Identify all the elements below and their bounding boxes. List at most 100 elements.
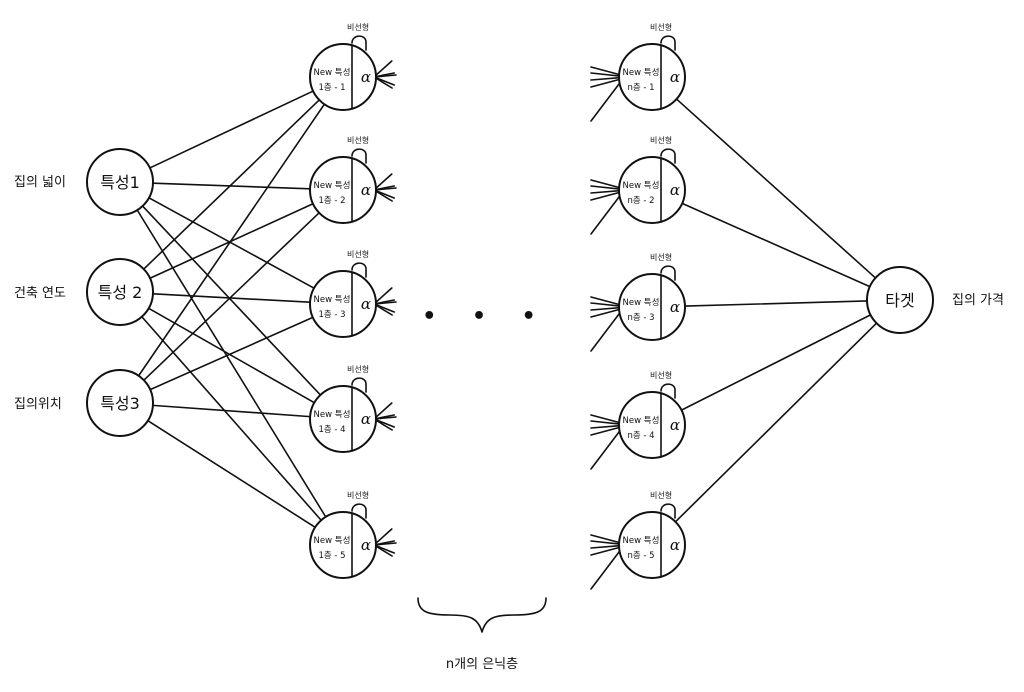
input-to-hidden-edge (141, 315, 322, 522)
hidden-node-1-3: 비선형 New 특성 1층 - 3 α (309, 250, 377, 338)
hidden-to-output-edge (680, 314, 872, 411)
fan-stroke (373, 544, 393, 557)
svg-text:1층 - 4: 1층 - 4 (318, 425, 345, 435)
fan-stroke (590, 78, 622, 88)
fan-stroke (590, 193, 622, 235)
hidden-node-n-3: 비선형 New 특성 n층 - 3 α (618, 253, 686, 341)
svg-text:New 특성: New 특성 (314, 295, 351, 305)
hidden-node-n-2: 비선형 New 특성 n층 - 2 α (618, 136, 686, 224)
fan-stroke (373, 303, 393, 316)
fan-stroke (590, 426, 622, 436)
fan-stroke (590, 306, 622, 311)
activation-alpha: α (670, 181, 680, 199)
fan-stroke (590, 548, 622, 590)
hidden-layers-label: n개의 은닉층 (446, 657, 518, 672)
fan-stroke (590, 72, 622, 77)
input-description: 건축 연도 (14, 286, 66, 301)
svg-text:New 특성: New 특성 (314, 68, 351, 78)
svg-text:1층 - 1: 1층 - 1 (318, 83, 345, 93)
hidden-node-1-4: 비선형 New 특성 1층 - 4 α (309, 365, 377, 453)
fan-stroke (373, 418, 393, 431)
input-feature-label: 특성3 (100, 394, 140, 413)
svg-text:n층 - 2: n층 - 2 (627, 196, 654, 206)
nonlinear-label: 비선형 (347, 491, 369, 500)
input-to-hidden-edge (137, 103, 326, 377)
svg-text:New 특성: New 특성 (314, 536, 351, 546)
ellipsis: • • • (422, 304, 550, 329)
hidden-to-output-edge (674, 322, 878, 523)
input-description: 집의 넓이 (14, 175, 66, 190)
svg-text:New 특성: New 특성 (623, 181, 660, 191)
self-loop-arrow (660, 148, 676, 164)
self-loop-arrow (660, 265, 676, 281)
svg-text:n층 - 4: n층 - 4 (627, 431, 654, 441)
fan-stroke (373, 301, 397, 305)
activation-alpha: α (361, 295, 371, 313)
output-label: 타겟 (885, 291, 914, 310)
fan-stroke (590, 296, 622, 306)
activation-alpha: α (670, 68, 680, 86)
fan-stroke (373, 74, 397, 78)
svg-text:New 특성: New 특성 (623, 298, 660, 308)
input-to-hidden-edge (149, 90, 314, 169)
fan-stroke (373, 528, 393, 546)
fan-stroke (590, 424, 622, 429)
fan-stroke (373, 173, 393, 191)
fan-stroke (373, 402, 393, 420)
fan-stroke (373, 60, 393, 78)
output-node: 타겟 (866, 266, 934, 334)
fan-stroke (373, 189, 393, 202)
self-loop-arrow (660, 503, 676, 519)
fan-stroke (590, 546, 622, 556)
svg-text:n층 - 3: n층 - 3 (627, 313, 654, 323)
svg-text:1층 - 2: 1층 - 2 (318, 196, 345, 206)
svg-text:New 특성: New 특성 (314, 410, 351, 420)
fan-stroke (590, 544, 622, 549)
fan-stroke (590, 191, 622, 201)
self-loop-arrow (660, 35, 676, 51)
fan-stroke (590, 310, 622, 352)
fan-stroke (590, 189, 622, 194)
hidden-node-n-5: 비선형 New 특성 n층 - 5 α (618, 491, 686, 579)
fan-stroke (590, 185, 622, 190)
self-loop-arrow (351, 35, 367, 51)
nonlinear-label: 비선형 (650, 23, 672, 32)
fan-stroke (373, 416, 397, 420)
svg-text:New 특성: New 특성 (623, 68, 660, 78)
svg-text:1층 - 5: 1층 - 5 (318, 551, 345, 561)
self-loop-arrow (660, 383, 676, 399)
input-node-2: 특성 2 (86, 258, 154, 326)
activation-alpha: α (361, 68, 371, 86)
fan-stroke (590, 302, 622, 308)
input-feature-label: 특성 2 (98, 283, 143, 302)
fan-stroke (590, 534, 622, 544)
activation-alpha: α (361, 181, 371, 199)
fan-stroke (590, 540, 622, 546)
svg-text:1층 - 3: 1층 - 3 (318, 310, 345, 320)
activation-alpha: α (670, 536, 680, 554)
input-to-hidden-edge (136, 209, 327, 518)
fan-stroke (373, 287, 393, 305)
input-to-hidden-edge (147, 419, 316, 529)
input-to-hidden-edge (147, 307, 316, 404)
fan-stroke (373, 187, 397, 191)
nonlinear-label: 비선형 (650, 253, 672, 262)
curly-brace (417, 597, 547, 633)
fan-stroke (590, 414, 622, 424)
input-to-hidden-edge (152, 404, 311, 418)
hidden-node-1-2: 비선형 New 특성 1층 - 2 α (309, 136, 377, 224)
fan-stroke (373, 542, 397, 546)
hidden-node-n-1: 비선형 New 특성 n층 - 1 α (618, 23, 686, 111)
input-node-1: 특성1 (86, 148, 154, 216)
hidden-to-output-edge (684, 300, 868, 307)
input-to-hidden-edge (152, 292, 311, 304)
hidden-node-n-4: 비선형 New 특성 n층 - 4 α (618, 371, 686, 459)
input-to-hidden-edge (149, 316, 314, 391)
nonlinear-label: 비선형 (347, 136, 369, 145)
nonlinear-label: 비선형 (347, 250, 369, 259)
svg-text:n층 - 5: n층 - 5 (627, 551, 654, 561)
svg-text:New 특성: New 특성 (623, 416, 660, 426)
activation-alpha: α (361, 410, 371, 428)
input-to-hidden-edge (152, 182, 311, 190)
input-to-hidden-edge (148, 197, 315, 289)
